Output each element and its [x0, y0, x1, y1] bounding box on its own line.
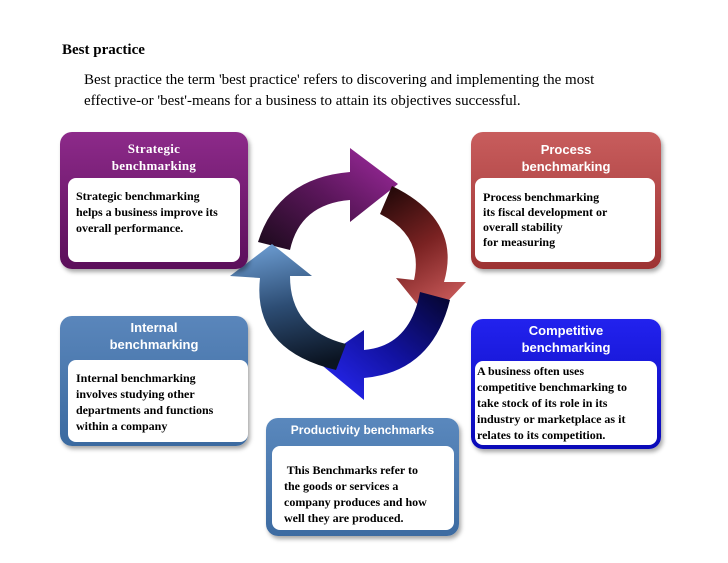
cycle-arrow-steel	[230, 244, 346, 370]
internal-benchmarking-box: Internal benchmarking Internal benchmark…	[60, 316, 248, 446]
competitive-body: A business often uses competitive benchm…	[475, 361, 657, 445]
process-body: Process benchmarking its fiscal developm…	[475, 178, 655, 262]
process-benchmarking-box: Process benchmarking Process benchmarkin…	[471, 132, 661, 269]
productivity-benchmarks-box: Productivity benchmarks This Benchmarks …	[266, 418, 459, 536]
internal-title: Internal benchmarking	[109, 320, 199, 352]
cycle-arrow-red	[380, 186, 466, 320]
productivity-body: This Benchmarks refer to the goods or se…	[272, 446, 454, 530]
strategic-body: Strategic benchmarking helps a business …	[68, 178, 240, 262]
internal-body: Internal benchmarking involves studying …	[68, 360, 248, 442]
intro-line: effective-or 'best'-means for a business…	[84, 93, 521, 109]
section-heading: Best practice	[62, 42, 145, 58]
competitive-benchmarking-box: Competitive benchmarking A business ofte…	[471, 319, 661, 449]
cycle-arrow-blue	[318, 292, 450, 400]
productivity-title: Productivity benchmarks	[290, 423, 435, 437]
strategic-benchmarking-box: Strategic benchmarking Strategic benchma…	[60, 132, 248, 269]
intro-line: Best practice the term 'best practice' r…	[84, 72, 595, 88]
intro-paragraph: Best practice the term 'best practice' r…	[84, 70, 704, 112]
cycle-arrow-purple	[258, 148, 398, 250]
process-title: Process benchmarking	[521, 142, 611, 174]
strategic-title: Strategic benchmarking	[111, 141, 197, 173]
competitive-title: Competitive benchmarking	[521, 323, 611, 355]
